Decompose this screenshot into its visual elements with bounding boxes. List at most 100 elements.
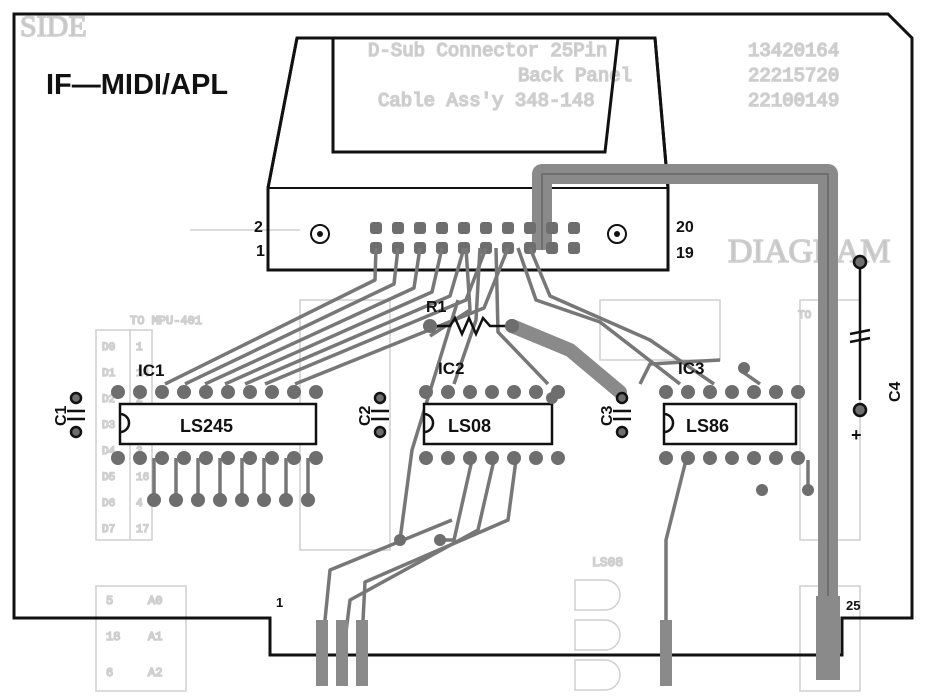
- ic-pin-pad: [551, 451, 565, 465]
- ic3-part-label: LS86: [686, 416, 729, 436]
- ic-pin-pad: [199, 385, 213, 399]
- ic-pin-pad: [725, 385, 739, 399]
- ghost-p5: 16: [136, 472, 149, 484]
- ic-pin-pad: [243, 385, 257, 399]
- ghost-a0-pin: 5: [106, 594, 113, 608]
- connector-pad: [436, 222, 448, 234]
- ic-pin-pad: [155, 451, 169, 465]
- ghost-to-mpu: TO MPU-401: [130, 314, 202, 328]
- connector-pad: [392, 222, 404, 234]
- connector-mount-hole-left: [310, 224, 330, 244]
- ghost-d5: D5: [102, 472, 115, 484]
- ic-pin-pad: [265, 451, 279, 465]
- ghost-part-desc-3: Cable Ass'y 348-148: [378, 90, 595, 112]
- ic-pin-pad: [265, 385, 279, 399]
- ground-strap: [505, 319, 627, 399]
- connector-pad: [546, 242, 558, 254]
- ic-pin-pad: [747, 451, 761, 465]
- ghost-d0: D0: [102, 342, 115, 354]
- ic-pin-pad: [507, 451, 521, 465]
- capacitor-c4: [849, 254, 871, 418]
- connector-pad: [568, 242, 580, 254]
- ic-pin-pad: [791, 385, 805, 399]
- ic3-footprint: [659, 385, 805, 465]
- ghost-to-right: TO: [798, 310, 812, 322]
- ghost-d2: D2: [102, 394, 115, 406]
- ghost-d7: D7: [102, 524, 115, 536]
- ic-pin-pad: [221, 451, 235, 465]
- ic-pin-pad: [287, 451, 301, 465]
- ghost-ls08: LS08: [592, 555, 623, 570]
- ic-pin-pad: [133, 451, 147, 465]
- ghost-a2-pin: 6: [106, 666, 113, 680]
- board-outline: [12, 12, 914, 657]
- ic-pin-pad: [485, 451, 499, 465]
- connector-pin-20-label: 20: [676, 219, 694, 236]
- ghost-part-desc-1: D-Sub Connector 25Pin: [368, 40, 607, 62]
- connector-pad: [458, 222, 470, 234]
- ic2-footprint: [419, 385, 565, 465]
- connector-pad: [414, 222, 426, 234]
- test-pad: [301, 493, 315, 507]
- ic-pin-pad: [441, 385, 455, 399]
- edge-fingers: [316, 620, 672, 686]
- ic2-ref-label: IC2: [438, 359, 464, 378]
- ic-pin-pad: [221, 385, 235, 399]
- connector-pad: [546, 222, 558, 234]
- ic-pin-pad: [529, 385, 543, 399]
- ic-pin-pad: [441, 451, 455, 465]
- ghost-part-desc-2: Back Panel: [518, 65, 632, 87]
- capacitor-c1: [67, 391, 85, 439]
- ic-pin-pad: [199, 451, 213, 465]
- connector-mount-hole-right: [607, 224, 627, 244]
- connector-pin-2-label: 2: [254, 219, 263, 236]
- ghost-d6: D6: [102, 498, 115, 510]
- ic-pin-pad: [747, 385, 761, 399]
- capacitor-c3: [613, 391, 631, 439]
- ic-pin-pad: [507, 385, 521, 399]
- ic-pin-pad: [659, 385, 673, 399]
- connector-pin-19-label: 19: [676, 245, 694, 262]
- test-pad: [235, 493, 249, 507]
- test-pad: [213, 493, 227, 507]
- ic-pin-pad: [243, 451, 257, 465]
- ic-pin-pad: [177, 451, 191, 465]
- power-trace: [532, 164, 838, 610]
- edge-finger-25: [816, 596, 840, 680]
- ghost-p1: 14: [136, 368, 150, 380]
- capacitor-c4-label: C4: [887, 381, 904, 402]
- ic-pin-pad: [133, 385, 147, 399]
- ghost-d1: D1: [102, 368, 116, 380]
- ghost-p2: 2: [136, 394, 143, 406]
- connector-pad: [480, 222, 492, 234]
- ghost-p7: 17: [136, 524, 149, 536]
- ic-pin-pad: [703, 385, 717, 399]
- connector-pad: [370, 222, 382, 234]
- ghost-diagram-heading: DIAGRAM: [728, 233, 890, 270]
- ghost-a0: A0: [148, 594, 162, 608]
- via-pads: [394, 362, 814, 546]
- ghost-part-no-3: 22100149: [748, 90, 839, 112]
- background-print: SIDE 13420164 D-Sub Connector 25Pin 2221…: [19, 9, 891, 692]
- test-pad: [257, 493, 271, 507]
- ghost-a1: A1: [148, 630, 162, 644]
- ic-pin-pad: [419, 385, 433, 399]
- ic1-ref-label: IC1: [138, 361, 164, 380]
- ghost-d3: D3: [102, 420, 115, 432]
- edge-pin-25-label: 25: [846, 598, 860, 613]
- ghost-a2: A2: [148, 666, 162, 680]
- resistor-r1: [423, 314, 519, 338]
- ic-pin-pad: [111, 451, 125, 465]
- test-pad: [191, 493, 205, 507]
- capacitor-c4-plus: +: [851, 425, 862, 445]
- ghost-part-no-2: 22215720: [748, 65, 839, 87]
- ic-pin-pad: [111, 385, 125, 399]
- ic-pin-pad: [419, 451, 433, 465]
- ic-pin-pad: [463, 451, 477, 465]
- ghost-bottom-table: [95, 585, 187, 692]
- capacitor-c3-label: C3: [599, 405, 616, 426]
- connector-pad: [568, 222, 580, 234]
- capacitor-c2: [371, 391, 389, 439]
- ic-pin-pad: [659, 451, 673, 465]
- ic-pin-pad: [155, 385, 169, 399]
